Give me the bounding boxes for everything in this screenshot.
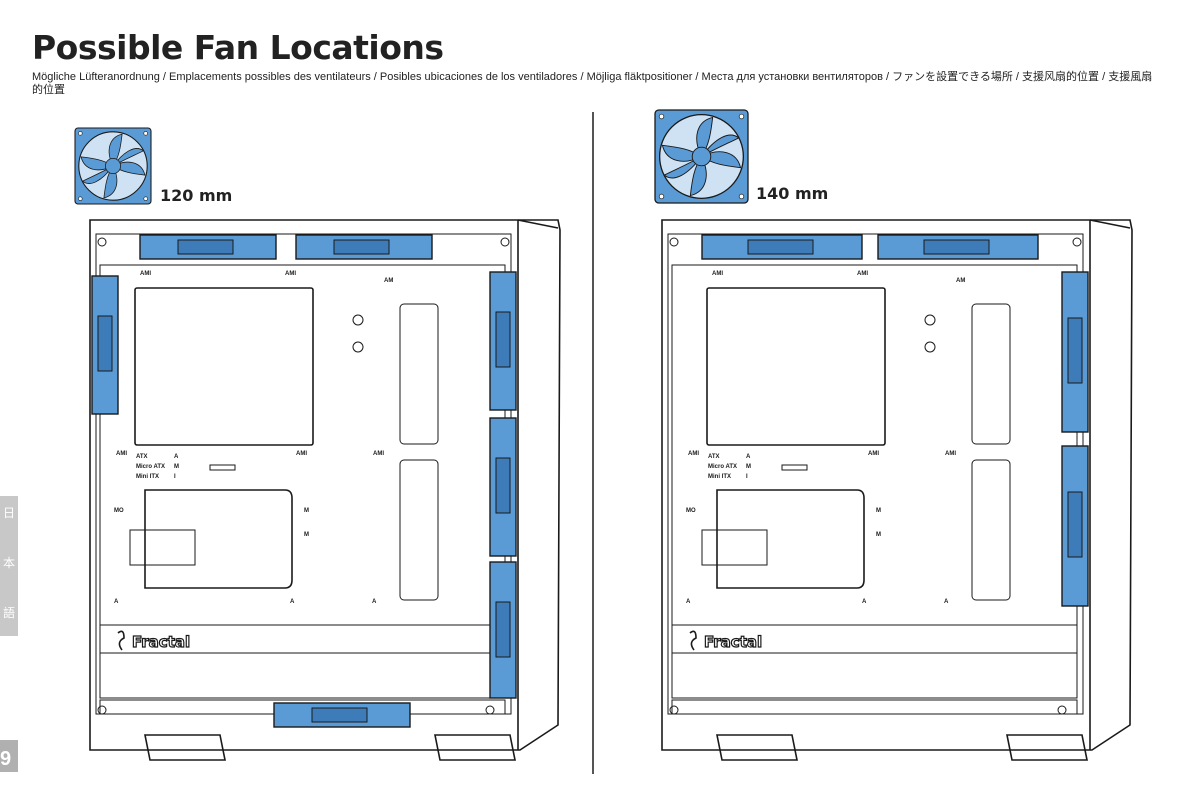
page-number-tab: [0, 740, 18, 772]
svg-text:AMI: AMI: [296, 451, 307, 457]
svg-text:M: M: [304, 532, 309, 538]
language-side-tab: 日 本 語: [0, 496, 18, 636]
board-labels-120: ATX Micro ATX Mini ITX A M I AMI AMI AM …: [114, 271, 393, 605]
svg-text:M: M: [876, 532, 881, 538]
fan-front-140: [1061, 271, 1089, 607]
svg-text:A: A: [686, 599, 691, 605]
svg-text:ATX: ATX: [708, 454, 720, 460]
svg-text:M: M: [746, 464, 751, 470]
side-tab-char: 本: [3, 556, 16, 570]
svg-text:AMI: AMI: [868, 451, 879, 457]
fractal-logo-icon: Fractal: [117, 630, 191, 652]
svg-text:AM: AM: [384, 278, 393, 284]
svg-text:AMI: AMI: [373, 451, 384, 457]
svg-text:I: I: [174, 474, 176, 480]
svg-text:Fractal: Fractal: [132, 633, 190, 651]
fan-top-140: [701, 234, 1039, 260]
svg-text:MO: MO: [686, 508, 696, 514]
fan-icon-140: [654, 109, 749, 204]
fractal-logo-icon: Fractal: [689, 630, 763, 652]
svg-text:Mini ITX: Mini ITX: [136, 474, 159, 480]
page-subtitle: Mögliche Lüfteranordnung / Emplacements …: [32, 71, 1153, 96]
svg-text:A: A: [746, 454, 751, 460]
svg-text:A: A: [862, 599, 867, 605]
svg-text:A: A: [372, 599, 377, 605]
svg-text:A: A: [290, 599, 295, 605]
svg-text:AMI: AMI: [140, 271, 151, 277]
svg-text:AMI: AMI: [688, 451, 699, 457]
svg-text:M: M: [174, 464, 179, 470]
svg-text:AMI: AMI: [712, 271, 723, 277]
fan-size-label-140: 140 mm: [756, 184, 829, 203]
fan-size-label-120: 120 mm: [160, 186, 233, 205]
svg-text:ATX: ATX: [136, 454, 148, 460]
svg-text:M: M: [876, 508, 881, 514]
svg-text:AMI: AMI: [857, 271, 868, 277]
side-tab-char: 語: [3, 606, 16, 620]
svg-text:A: A: [944, 599, 949, 605]
svg-text:AMI: AMI: [945, 451, 956, 457]
page-number: 9: [0, 748, 12, 770]
fan-front-120: [489, 271, 517, 699]
svg-text:Fractal: Fractal: [704, 633, 762, 651]
page-title: Possible Fan Locations: [32, 28, 444, 67]
svg-text:Mini ITX: Mini ITX: [708, 474, 731, 480]
fan-top-120: [139, 234, 433, 260]
svg-text:Micro ATX: Micro ATX: [136, 464, 165, 470]
svg-text:A: A: [174, 454, 179, 460]
panel-divider: [592, 112, 594, 774]
svg-text:Micro ATX: Micro ATX: [708, 464, 737, 470]
fan-rear-120: [91, 275, 119, 415]
svg-text:A: A: [114, 599, 119, 605]
svg-text:MO: MO: [114, 508, 124, 514]
svg-text:AMI: AMI: [116, 451, 127, 457]
board-labels-140: ATX Micro ATX Mini ITX A M I AMI AMI AM …: [686, 271, 965, 605]
svg-text:M: M: [304, 508, 309, 514]
svg-text:I: I: [746, 474, 748, 480]
side-tab-char: 日: [3, 506, 16, 520]
fan-bottom-120: [273, 702, 411, 728]
fan-icon-120: [74, 127, 152, 205]
svg-text:AM: AM: [956, 278, 965, 284]
svg-text:AMI: AMI: [285, 271, 296, 277]
